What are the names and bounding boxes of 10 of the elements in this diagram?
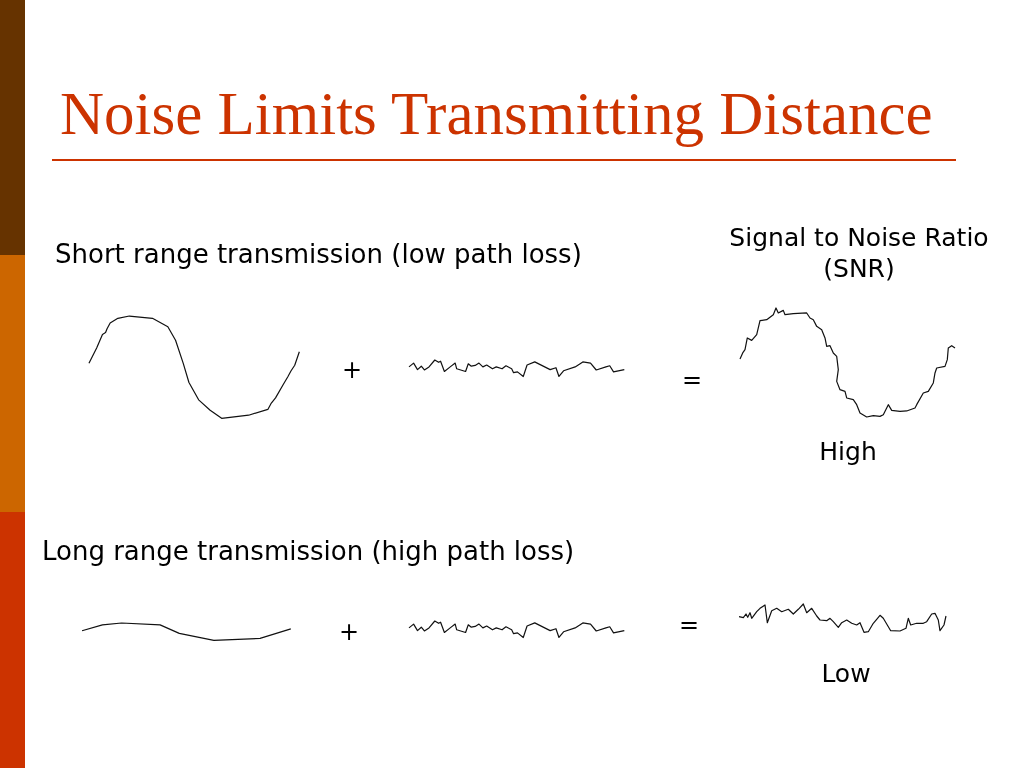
snr-value: High	[818, 436, 878, 468]
plus-sign: +	[337, 617, 361, 648]
plus-sign: +	[340, 355, 364, 386]
equals-sign: =	[677, 610, 701, 641]
row-heading: Long range transmission (high path loss)	[42, 535, 575, 567]
slide-title: Noise Limits Transmitting Distance	[60, 79, 933, 149]
equals-sign: =	[680, 365, 704, 396]
row-heading: Short range transmission (low path loss)	[55, 238, 582, 270]
column-heading: Signal to Noise Ratio (SNR)	[728, 222, 990, 284]
snr-value: Low	[820, 658, 872, 690]
